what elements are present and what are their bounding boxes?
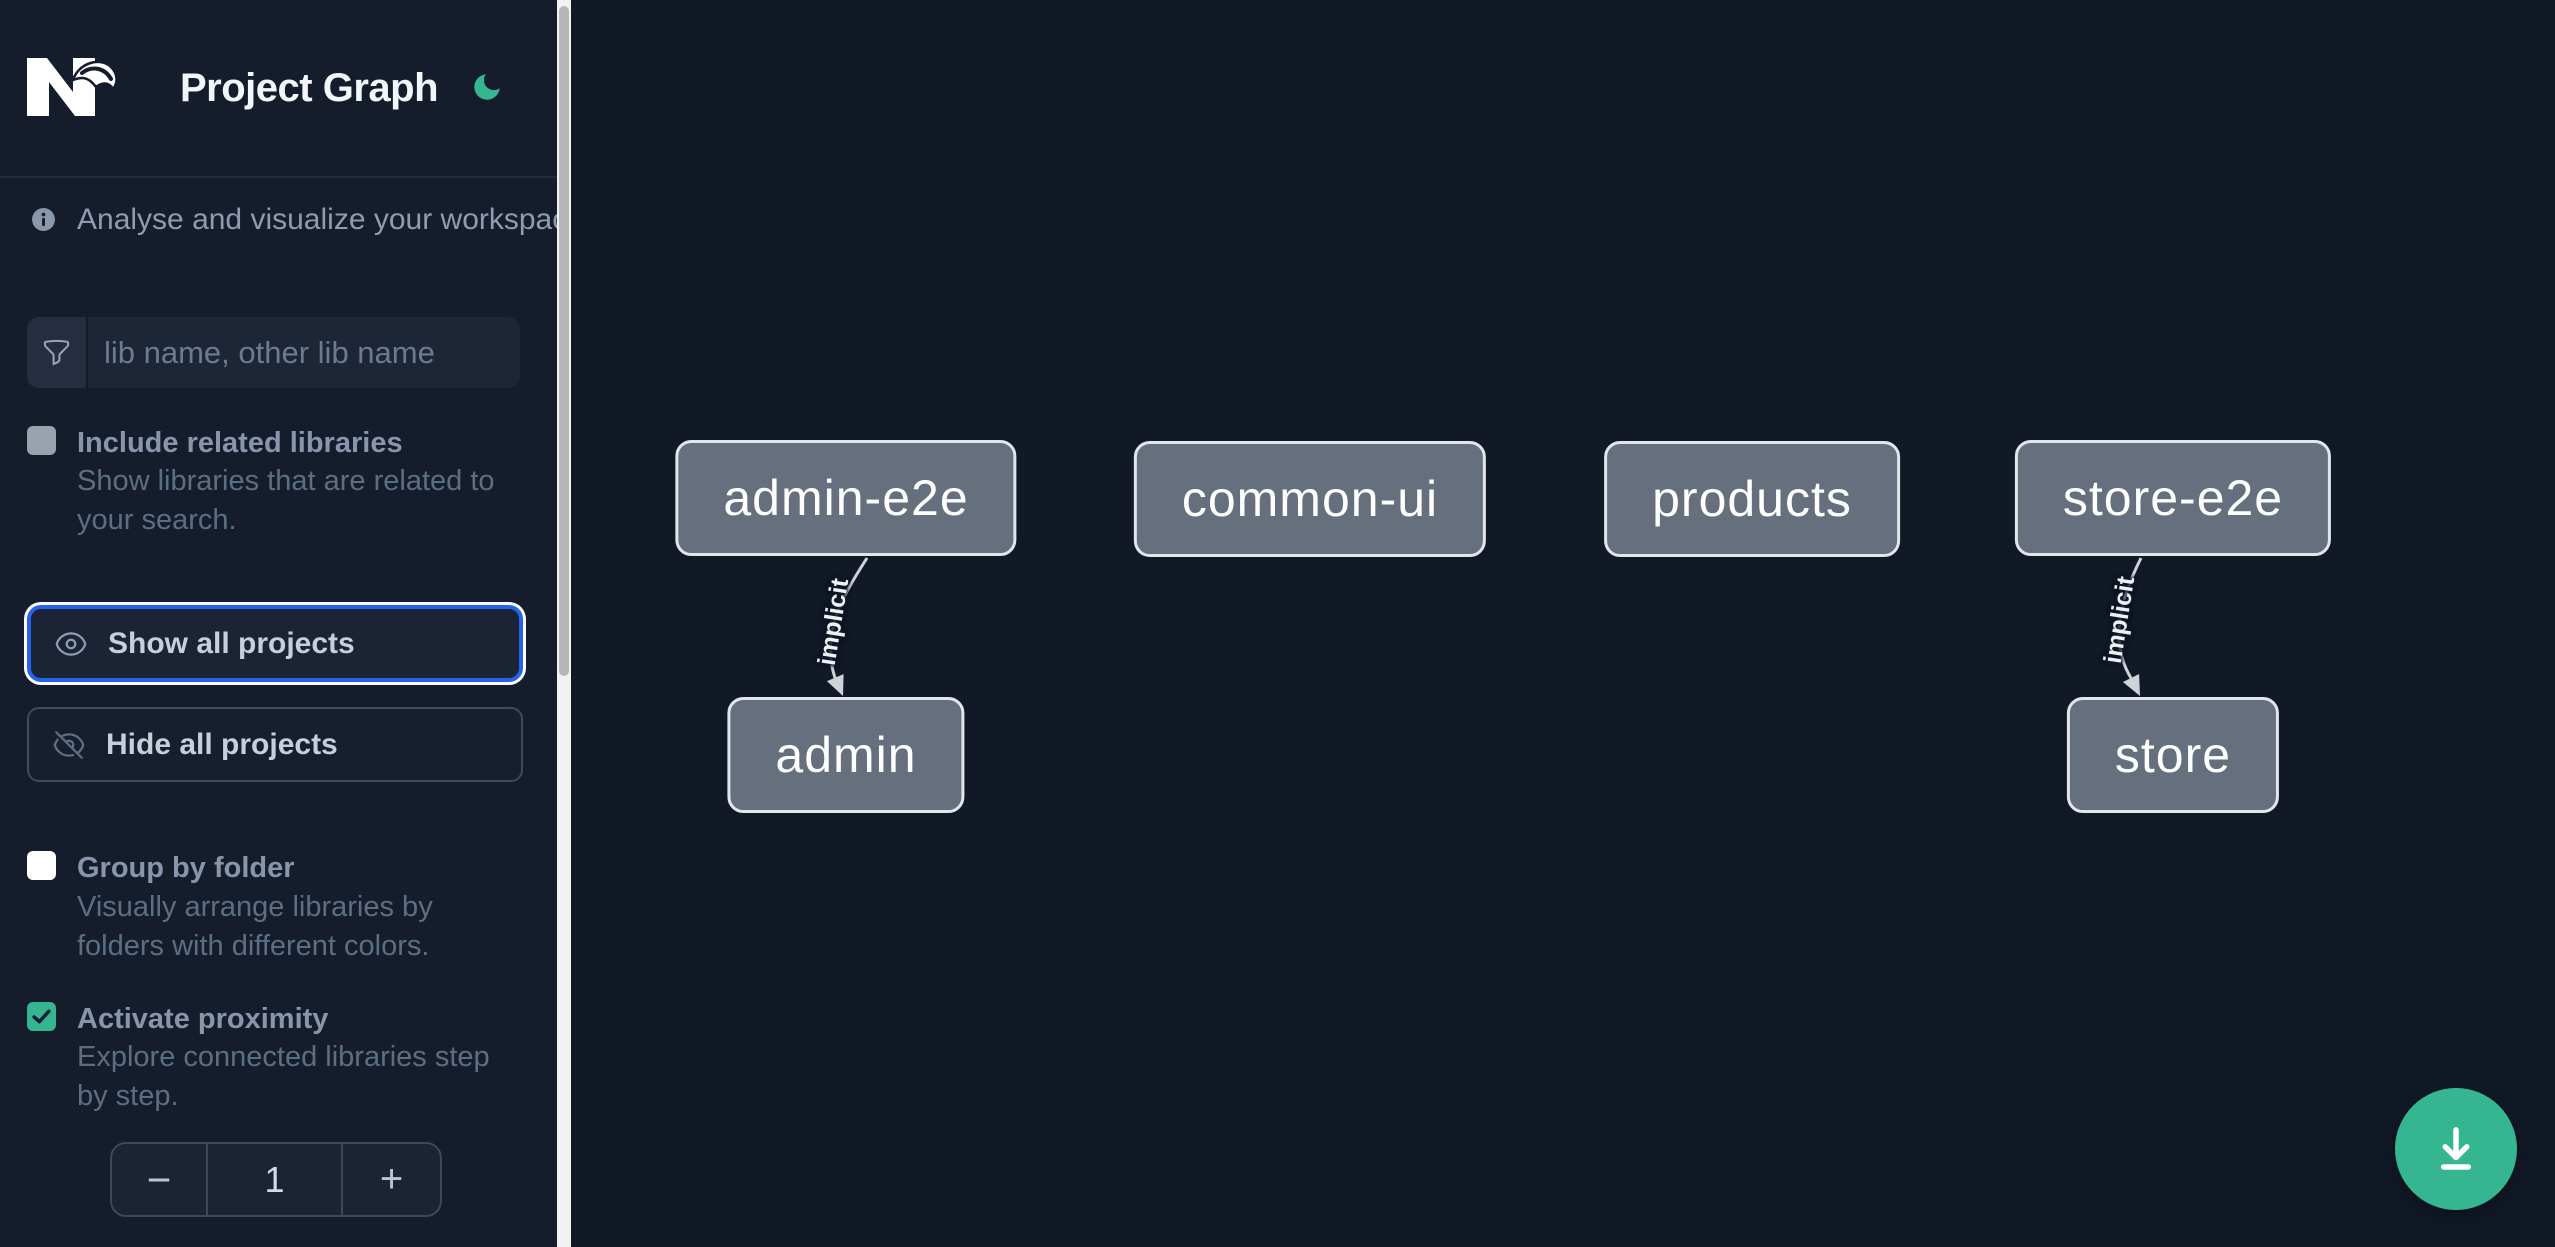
group-by-folder-description: Visually arrange libraries by folders wi…	[77, 891, 433, 962]
activate-proximity-description: Explore connected libraries step by step…	[77, 1041, 490, 1112]
graph-node-admin-e2e[interactable]: admin-e2e	[675, 440, 1017, 556]
graph-canvas[interactable]: implicit implicit admin-e2e common-ui pr…	[571, 0, 2555, 1247]
graph-edges	[826, 557, 2143, 696]
sidebar-scrollbar[interactable]	[557, 0, 571, 1247]
funnel-icon	[43, 339, 70, 366]
hide-all-projects-button[interactable]: Hide all projects	[27, 707, 523, 782]
search-box	[27, 317, 520, 388]
include-related-description: Show libraries that are related to your …	[77, 465, 495, 536]
info-text: Analyse and visualize your workspace.	[77, 203, 593, 236]
graph-node-products[interactable]: products	[1604, 441, 1900, 557]
increment-button[interactable]: +	[343, 1144, 440, 1215]
proximity-depth-stepper: − 1 +	[110, 1142, 442, 1217]
decrement-button[interactable]: −	[112, 1144, 206, 1215]
edge-arrowhead	[826, 674, 844, 696]
stepper-value[interactable]: 1	[206, 1144, 343, 1215]
search-input[interactable]	[88, 317, 520, 388]
activate-proximity-checkbox[interactable]	[27, 1002, 56, 1031]
hide-all-projects-label: Hide all projects	[106, 727, 338, 761]
nx-logo	[27, 58, 117, 116]
eye-off-icon	[53, 730, 85, 759]
sidebar-header: Project Graph	[0, 0, 557, 178]
graph-node-store-e2e[interactable]: store-e2e	[2014, 440, 2332, 556]
download-graph-button[interactable]	[2395, 1088, 2517, 1210]
filter-icon-prefix	[27, 317, 88, 388]
page-title: Project Graph	[180, 66, 439, 110]
include-related-checkbox[interactable]	[27, 426, 56, 455]
edge-admin-e2e-admin	[828, 557, 869, 679]
activate-proximity-label: Activate proximity	[77, 1003, 329, 1035]
info-icon	[32, 208, 55, 231]
group-by-folder-label: Group by folder	[77, 852, 295, 884]
check-icon	[32, 1009, 51, 1024]
edge-store-e2e-store	[2117, 557, 2143, 679]
group-by-folder-checkbox[interactable]	[27, 851, 56, 880]
show-all-projects-label: Show all projects	[108, 626, 355, 660]
include-related-label: Include related libraries	[77, 427, 403, 459]
download-icon	[2440, 1127, 2472, 1170]
show-all-projects-button[interactable]: Show all projects	[27, 605, 523, 682]
sidebar: Project Graph Analyse and visualize your…	[0, 0, 592, 1247]
eye-icon	[55, 631, 87, 656]
moon-icon	[474, 73, 500, 100]
graph-node-store[interactable]: store	[2066, 697, 2280, 813]
scrollbar-thumb[interactable]	[559, 6, 569, 676]
theme-toggle-button[interactable]	[468, 69, 506, 107]
graph-node-common-ui[interactable]: common-ui	[1133, 441, 1487, 557]
edge-arrowhead	[2122, 674, 2140, 696]
graph-node-admin[interactable]: admin	[727, 697, 965, 813]
